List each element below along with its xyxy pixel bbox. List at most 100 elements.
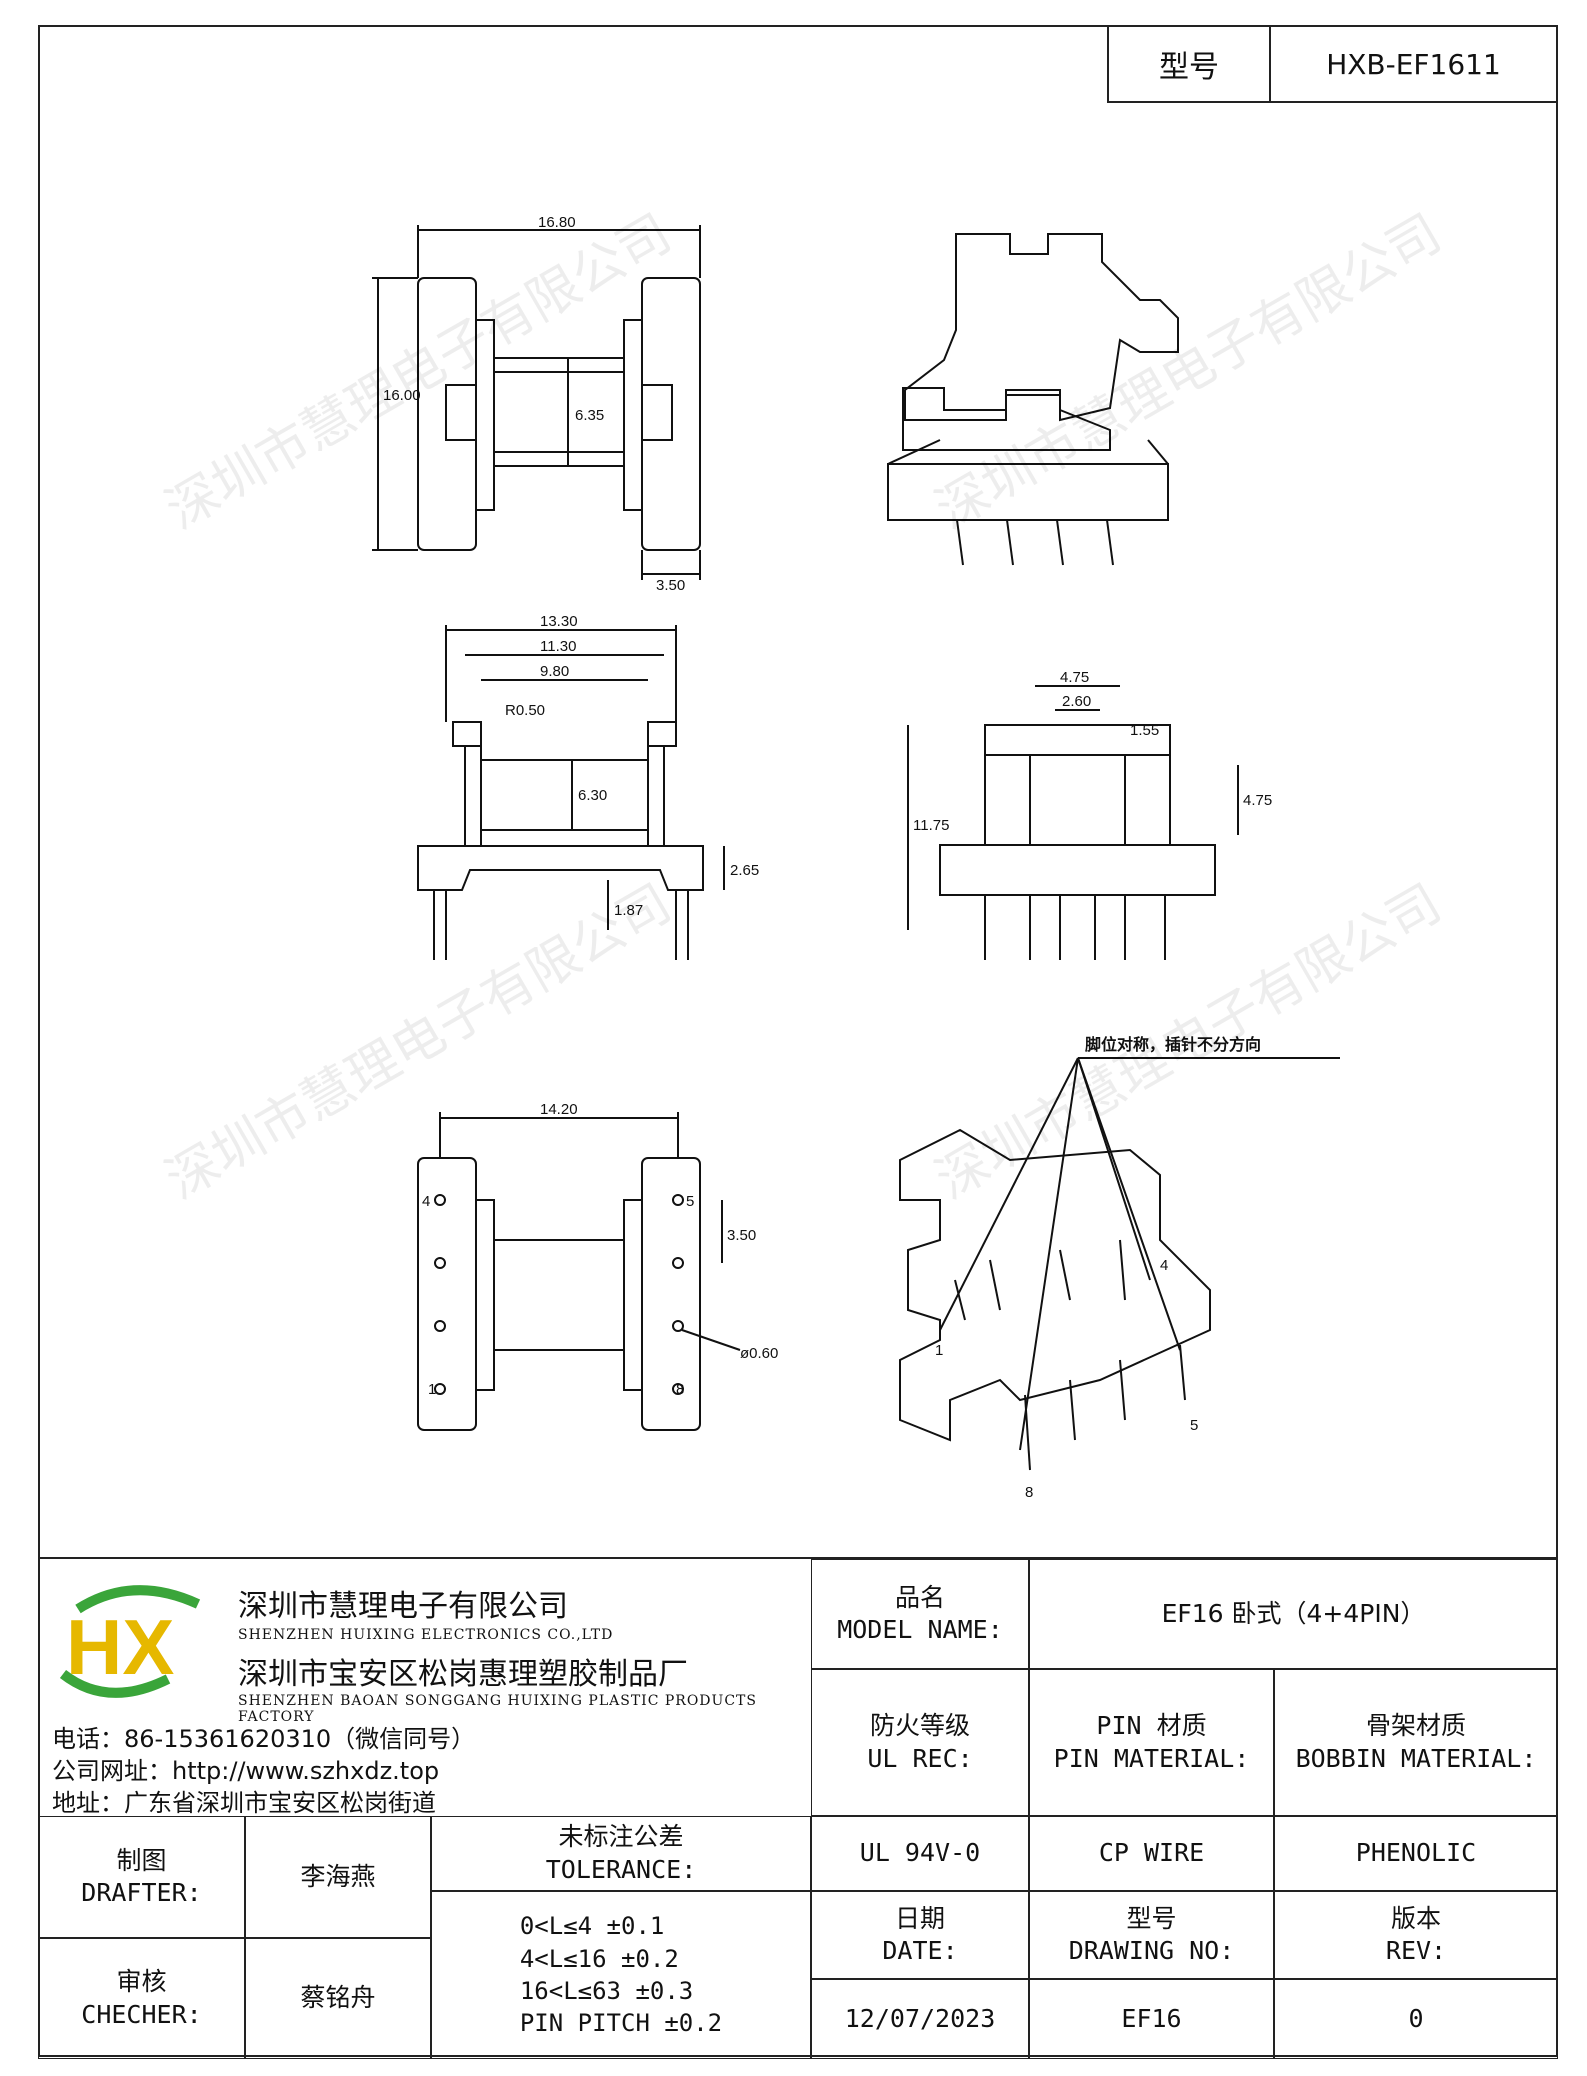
dim-top-flange: 3.50 xyxy=(656,577,685,594)
tolerance-line-1: 0<L≤4 ±0.1 xyxy=(519,1912,665,1941)
dim-top-inner: 6.35 xyxy=(575,407,604,424)
drafter-name: 李海燕 xyxy=(300,1861,376,1891)
bobbin-material-label: 骨架材质 BOBBIN MATERIAL: xyxy=(1274,1669,1558,1816)
dim-front-pin: 1.87 xyxy=(614,902,643,919)
model-value: EF16 卧式（4+4PIN） xyxy=(1029,1559,1558,1669)
bottom-view xyxy=(417,1112,741,1431)
dim-top-width: 16.80 xyxy=(538,214,576,231)
date-value: 12/07/2023 xyxy=(811,1979,1029,2059)
checker-label: 审核 CHECHER: xyxy=(38,1938,245,2059)
rev-label: 版本 REV: xyxy=(1274,1891,1558,1979)
company-name-en: SHENZHEN HUIXING ELECTRONICS CO.,LTD xyxy=(238,1627,614,1643)
model-label: 品名 MODEL NAME: xyxy=(811,1559,1029,1669)
pin-label-cn: PIN 材质 xyxy=(1096,1711,1207,1740)
company-logo: HX xyxy=(59,1585,201,1698)
pin-label-5: 5 xyxy=(1190,1417,1198,1434)
date-value-text: 12/07/2023 xyxy=(844,2003,996,2033)
dim-front-r: R0.50 xyxy=(505,702,545,719)
drawing-frame xyxy=(38,25,1558,2057)
drawing-no-value: EF16 xyxy=(1029,1979,1274,2059)
checker-name: 蔡铭舟 xyxy=(300,1983,376,2013)
date-label-en: DATE: xyxy=(882,1936,958,1965)
dim-front-w3: 9.80 xyxy=(540,663,569,680)
checker-label-cn: 审核 xyxy=(116,1967,167,1996)
tolerance-values: 0<L≤4 ±0.1 4<L≤16 ±0.2 16<L≤63 ±0.3 PIN … xyxy=(431,1891,811,2059)
drafter-value: 李海燕 xyxy=(245,1816,431,1938)
dim-side-w1: 4.75 xyxy=(1060,669,1089,686)
rev-value-text: 0 xyxy=(1408,2003,1424,2033)
company-name-cn: 深圳市慧理电子有限公司 xyxy=(238,1589,568,1624)
dim-front-w1: 13.30 xyxy=(540,613,578,630)
date-label: 日期 DATE: xyxy=(811,1891,1029,1979)
title-block: HX 深圳市慧理电子有限公司 SHENZHEN HUIXING ELECTRON… xyxy=(38,1557,1558,2059)
drawing-no-label-cn: 型号 xyxy=(1126,1903,1177,1933)
dim-side-slot: 1.55 xyxy=(1130,722,1159,739)
tolerance-label-cn: 未标注公差 xyxy=(558,1822,684,1851)
tolerance-line-2: 4<L≤16 ±0.2 xyxy=(519,1944,679,1973)
pin-label-en: PIN MATERIAL: xyxy=(1053,1743,1250,1773)
side-view xyxy=(907,685,1239,960)
drawing-no-text: EF16 xyxy=(1121,2003,1182,2033)
fire-label-cn: 防火等级 xyxy=(869,1711,970,1740)
iso-view-bottom xyxy=(899,1057,1340,1471)
rev-value: 0 xyxy=(1274,1979,1558,2059)
fire-label-en: UL REC: xyxy=(867,1743,973,1773)
dim-bottom-width: 14.20 xyxy=(540,1101,578,1118)
drawing-no-label: 型号 DRAWING NO: xyxy=(1029,1891,1274,1979)
pin-label-b8: 8 xyxy=(676,1381,684,1398)
pin-note: 脚位对称，插针不分方向 xyxy=(1085,1035,1261,1054)
tolerance-label-en: TOLERANCE: xyxy=(545,1854,697,1884)
drafter-label-en: DRAFTER: xyxy=(81,1878,202,1907)
fire-value-text: UL 94V-0 xyxy=(859,1838,981,1868)
pin-label-b4: 4 xyxy=(422,1193,430,1210)
rev-label-en: REV: xyxy=(1385,1936,1447,1965)
bobbin-material-value: PHENOLIC xyxy=(1274,1816,1558,1891)
logo-text: HX xyxy=(66,1603,174,1691)
front-view xyxy=(417,625,725,960)
company-phone: 电话：86-15361620310（微信同号） xyxy=(52,1725,476,1753)
bobbin-material-text: PHENOLIC xyxy=(1355,1838,1477,1868)
dim-front-w2: 11.30 xyxy=(540,638,576,655)
dim-side-h2: 4.75 xyxy=(1243,792,1272,809)
model-label-en: MODEL NAME: xyxy=(837,1615,1003,1644)
type-box: 型号 HXB-EF1611 xyxy=(1107,25,1558,103)
company-info: HX 深圳市慧理电子有限公司 SHENZHEN HUIXING ELECTRON… xyxy=(38,1559,811,1817)
factory-name-en: SHENZHEN BAOAN SONGGANG HUIXING PLASTIC … xyxy=(238,1693,757,1725)
tolerance-label: 未标注公差 TOLERANCE: xyxy=(431,1816,811,1891)
bobbin-label-en: BOBBIN MATERIAL: xyxy=(1295,1743,1537,1773)
model-label-cn: 品名 xyxy=(894,1582,945,1612)
dim-side-w2: 2.60 xyxy=(1062,693,1091,710)
type-label: 型号 xyxy=(1109,27,1271,101)
drafter-label: 制图 DRAFTER: xyxy=(38,1816,245,1938)
iso-view-top xyxy=(887,233,1179,566)
date-label-cn: 日期 xyxy=(894,1903,945,1933)
pin-material-text: CP WIRE xyxy=(1098,1838,1205,1868)
pin-label-b1: 1 xyxy=(428,1381,436,1398)
type-value: HXB-EF1611 xyxy=(1326,47,1501,81)
fire-value: UL 94V-0 xyxy=(811,1816,1029,1891)
technical-drawing: 16.80 16.00 6.35 3.50 13.30 11.30 9.80 R… xyxy=(372,214,1340,1501)
dim-side-h: 11.75 xyxy=(913,817,949,834)
rev-label-cn: 版本 xyxy=(1390,1903,1441,1933)
tolerance-line-3: 16<L≤63 ±0.3 xyxy=(519,1977,694,2005)
dim-front-h: 6.30 xyxy=(578,787,607,804)
drafter-label-cn: 制图 xyxy=(116,1845,167,1875)
pin-label-4: 4 xyxy=(1160,1257,1168,1274)
dim-front-base: 2.65 xyxy=(730,862,759,879)
top-view xyxy=(372,225,701,580)
model-value-text: EF16 卧式（4+4PIN） xyxy=(1161,1598,1426,1628)
tolerance-line-4: PIN PITCH ±0.2 xyxy=(519,2009,723,2038)
pin-material-value: CP WIRE xyxy=(1029,1816,1274,1891)
dim-bottom-hole: ø0.60 xyxy=(740,1345,778,1362)
company-address: 地址：广东省深圳市宝安区松岗街道 xyxy=(52,1789,436,1817)
dim-bottom-pitch: 3.50 xyxy=(727,1227,756,1244)
drawing-no-label-en: DRAWING NO: xyxy=(1068,1936,1235,1965)
pin-label-8: 8 xyxy=(1025,1484,1033,1501)
checker-value: 蔡铭舟 xyxy=(245,1938,431,2059)
fire-label: 防火等级 UL REC: xyxy=(811,1669,1029,1816)
pin-label-b5: 5 xyxy=(686,1193,694,1210)
dim-top-height: 16.00 xyxy=(383,387,421,404)
factory-name-cn: 深圳市宝安区松岗惠理塑胶制品厂 xyxy=(238,1657,688,1692)
pin-label-1: 1 xyxy=(935,1342,943,1359)
bobbin-label-cn: 骨架材质 xyxy=(1365,1711,1466,1740)
